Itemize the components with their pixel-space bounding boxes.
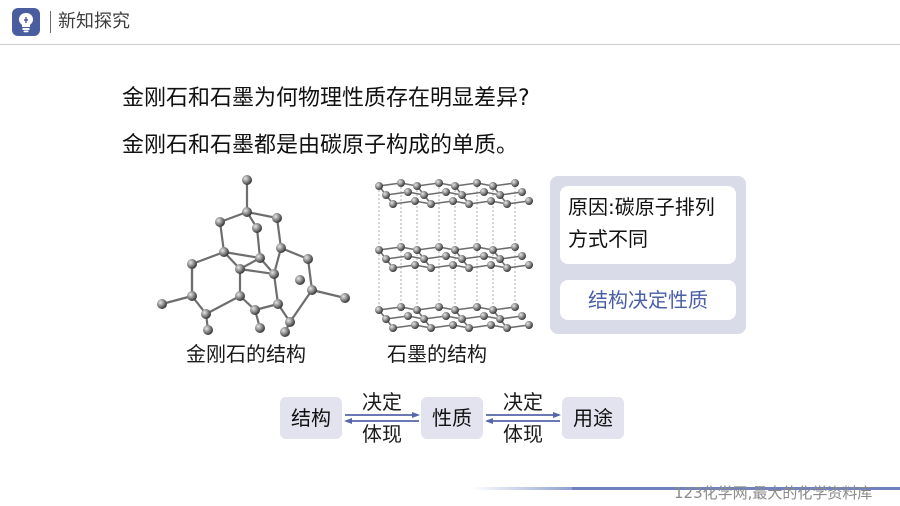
- question-line-1: 金刚石和石墨为何物理性质存在明显差异?: [122, 86, 530, 111]
- question-line-2: 金刚石和石墨都是由碳原子构成的单质。: [122, 133, 519, 158]
- arrow-2-top-label: 决定: [503, 390, 543, 414]
- graphite-caption: 石墨的结构: [387, 342, 487, 366]
- footer-line: [572, 487, 900, 490]
- graphite-structure-image: [375, 179, 533, 332]
- flow-step-structure: 结构: [280, 397, 342, 439]
- double-arrow-icon: [344, 412, 420, 424]
- flow-step-usage: 用途: [562, 397, 624, 439]
- arrow-1-top-label: 决定: [362, 390, 402, 414]
- watermark: 123化学网,最大的化学资料库: [674, 484, 873, 502]
- page-title: 新知探究: [58, 11, 130, 32]
- reason-panel: 原因:碳原子排列方式不同 结构决定性质: [550, 176, 746, 334]
- header-divider: [50, 11, 51, 33]
- flow-arrow-2: 决定 体现: [483, 390, 563, 446]
- flow-arrow-1: 决定 体现: [342, 390, 422, 446]
- header-separator: [0, 44, 900, 45]
- arrow-1-bottom-label: 体现: [362, 422, 402, 446]
- double-arrow-icon: [485, 412, 561, 424]
- logo: [12, 8, 40, 36]
- lightbulb-icon: [19, 13, 33, 33]
- diamond-caption: 金刚石的结构: [186, 342, 306, 366]
- reason-text: 原因:碳原子排列方式不同: [560, 186, 736, 264]
- arrow-2-bottom-label: 体现: [503, 422, 543, 446]
- footer-accent-line: [472, 487, 572, 490]
- flow-step-property: 性质: [421, 397, 483, 439]
- header-bar: 新知探究: [0, 0, 900, 44]
- conclusion-text: 结构决定性质: [560, 280, 736, 320]
- diamond-structure-image: [157, 175, 350, 337]
